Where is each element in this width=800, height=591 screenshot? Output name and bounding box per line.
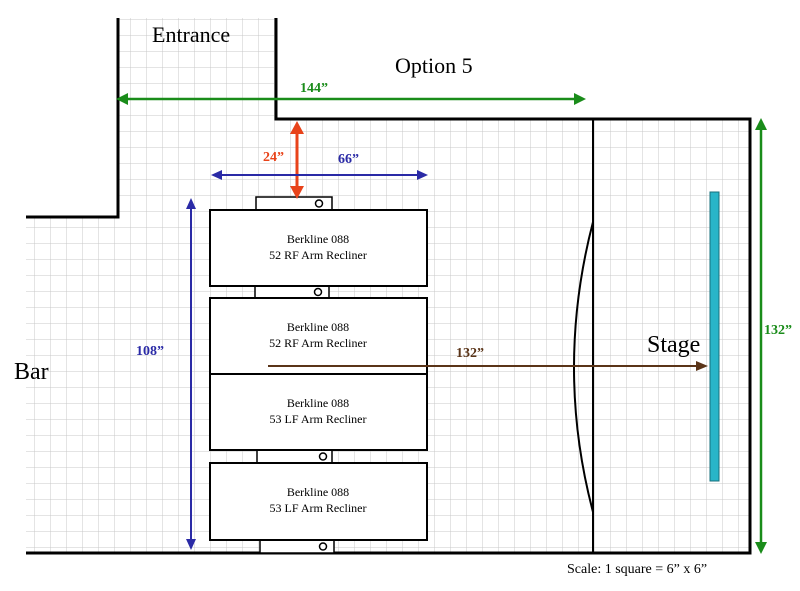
seat-model: Berkline 088 <box>287 396 349 410</box>
seat-desc: 53 LF Arm Recliner <box>270 412 367 426</box>
stage-label: Stage <box>647 332 700 358</box>
dim-width-total <box>116 93 586 105</box>
seat-desc: 52 RF Arm Recliner <box>269 248 367 262</box>
seat-model: Berkline 088 <box>287 232 349 246</box>
seat-box <box>209 373 428 451</box>
stage-platform <box>709 191 720 482</box>
scale-label: Scale: 1 square = 6” x 6” <box>567 562 707 577</box>
bar-label: Bar <box>14 359 49 385</box>
seat-box <box>209 209 428 287</box>
dim-room-depth-label: 132” <box>764 323 792 338</box>
seat-model: Berkline 088 <box>287 485 349 499</box>
walls <box>26 18 752 555</box>
dim-throw <box>268 361 708 371</box>
entrance-label: Entrance <box>152 22 230 47</box>
option-label: Option 5 <box>395 53 473 78</box>
dim-row-width-label: 66” <box>338 152 359 167</box>
seat-desc: 52 RF Arm Recliner <box>269 336 367 350</box>
dim-room-depth <box>755 118 767 554</box>
dim-row-depth <box>186 198 196 550</box>
dim-row-width <box>211 170 428 180</box>
dim-gap-label: 24” <box>263 150 284 165</box>
dim-throw-label: 132” <box>456 346 484 361</box>
seat-model: Berkline 088 <box>287 320 349 334</box>
curve-line <box>573 221 594 513</box>
seat-box <box>209 462 428 541</box>
seat-desc: 53 LF Arm Recliner <box>270 501 367 515</box>
dim-gap <box>290 121 304 199</box>
wall-left-entrance <box>26 18 120 219</box>
seating: Berkline 088 52 RF Arm Recliner Berkline… <box>209 196 428 554</box>
dim-width-total-label: 144” <box>300 81 328 96</box>
wall-right-entrance <box>26 18 752 555</box>
dim-row-depth-label: 108” <box>136 344 164 359</box>
